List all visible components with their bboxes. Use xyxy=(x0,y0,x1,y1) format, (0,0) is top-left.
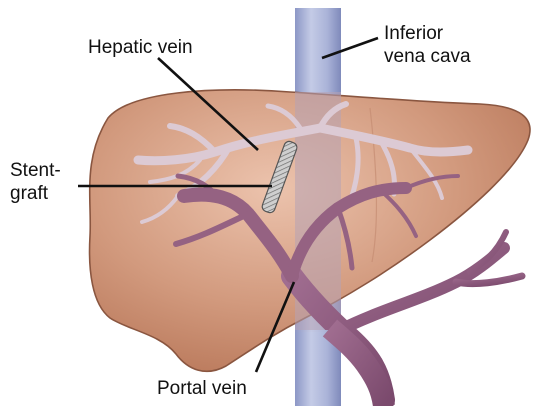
stent-graft-label-line1: Stent- xyxy=(10,160,61,182)
inferior-vena-cava-label-line2: vena cava xyxy=(384,46,471,68)
stent-graft-label-line2: graft xyxy=(10,183,48,205)
hepatic-vein-label: Hepatic vein xyxy=(88,37,193,59)
portal-vein-label: Portal vein xyxy=(157,378,247,400)
inferior-vena-cava-label-line1: Inferior xyxy=(384,23,443,45)
